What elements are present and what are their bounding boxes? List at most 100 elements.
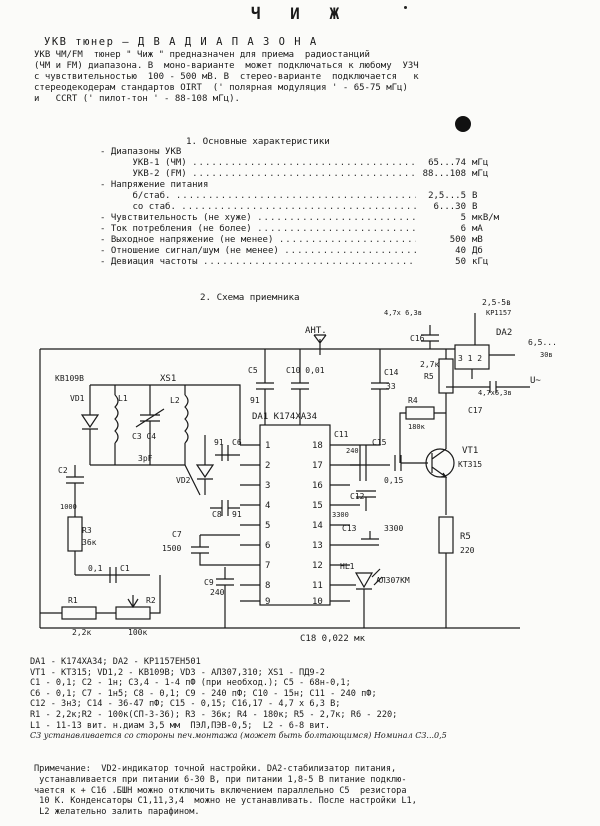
label-xs1: XS1 [160, 374, 176, 384]
r5-collector-resistor [438, 358, 454, 394]
tuning-ground [90, 464, 201, 496]
intro-paragraph: УКВ ЧМ/FM тюнер " Чиж " предназначен для… [34, 50, 574, 105]
label-hl1: HL1 [340, 562, 355, 571]
label-r2-value: 100к [128, 628, 147, 637]
schematic-diagram: АНТ. КВ109В XS1 VD1 L1 L2 C3 C4 3pF C2 1… [39, 298, 557, 644]
c3-trimmer [135, 385, 165, 465]
spec-row: - Напряжение питания [100, 180, 520, 191]
label-r4-value: 180к [408, 423, 426, 431]
parts-line: L1 - 11-13 вит. н.диам 3,5 мм ПЭЛ,ПЭВ-0,… [30, 720, 331, 731]
r4-resistor [405, 406, 435, 420]
vd2-diode [195, 445, 215, 495]
label-c12: C12 [350, 492, 365, 501]
c13-capacitor [350, 531, 379, 546]
vd1-varicap [80, 385, 100, 465]
r1-r2-leads [40, 575, 161, 614]
label-c10: C10 0,01 [286, 366, 325, 375]
spec-value: 6...30 [433, 202, 466, 212]
label-c6: C6 [232, 438, 242, 447]
page-title: Ч И Ж [250, 4, 350, 23]
label-c1-value: 0,1 [88, 564, 103, 573]
label-c3c4: C3 C4 [132, 432, 156, 441]
label-c12-value: 3300 [332, 511, 349, 519]
ink-blot [455, 116, 471, 132]
da1-pin-number: 9 [265, 597, 270, 607]
label-c5-value: 91 [250, 396, 260, 405]
intro-line: (ЧМ и FM) диапазона. В моно-варианте мож… [34, 61, 419, 71]
da1-pin-number: 14 [312, 521, 323, 531]
label-r5b: R5 [424, 372, 434, 381]
intro-line: с чувствительностью 100 - 500 мВ. В стер… [34, 72, 419, 82]
label-kv109: КВ109В [55, 374, 84, 383]
spec-unit: мГц [472, 169, 489, 179]
spec-label: УКВ-2 (FM) [100, 169, 193, 179]
label-c8: C8 [212, 510, 222, 519]
spec-label: - Девиация частоты [100, 257, 203, 267]
section-heading-2: 2. Схема приемника [200, 292, 300, 303]
intro-line: УКВ ЧМ/FM тюнер " Чиж " предназначен для… [34, 50, 370, 60]
label-vd2: VD2 [176, 476, 191, 485]
r3-resistor [67, 516, 83, 552]
da2-leads [440, 348, 515, 379]
c10-capacitor [291, 349, 309, 425]
spec-label: УКВ-1 (ЧМ) [100, 158, 193, 168]
da1-pin-number: 16 [312, 481, 323, 491]
spec-value: 50 [455, 257, 466, 267]
label-vin: 2,5-5в [482, 298, 511, 307]
label-c13: C13 [342, 524, 357, 533]
spec-leader-dots: ........................................… [202, 257, 416, 267]
label-c15: C15 [372, 438, 387, 447]
spec-unit: мА [472, 224, 483, 234]
label-da2-pins: 3 1 2 [458, 354, 482, 363]
label-c6-value: 91 [214, 438, 224, 447]
label-r3-value: 36к [82, 538, 97, 547]
da1-pin-number: 10 [312, 597, 323, 607]
da1-pin-number: 8 [265, 581, 270, 591]
da1-pin-number: 5 [265, 521, 270, 531]
label-c16-value: 4,7х 6,3в [384, 309, 422, 317]
c5-capacitor [256, 349, 274, 425]
label-vin-max: 30в [540, 351, 553, 359]
spec-value: 2,5...5 [428, 191, 466, 201]
label-c1: C1 [120, 564, 130, 573]
label-c14: C14 [384, 368, 399, 377]
da1-pin-number: 3 [265, 481, 270, 491]
spec-leader-dots: ........................................… [181, 202, 416, 212]
label-r5b-value: 2,7к [420, 360, 439, 369]
r2-resistor [115, 606, 151, 620]
spec-row: - Отношение сигнал/шум (не менее) ......… [100, 246, 520, 257]
label-ant: АНТ. [305, 326, 327, 336]
spec-row: - Выходное напряжение (не менее) .......… [100, 235, 520, 246]
label-c9: C9 [204, 578, 214, 587]
label-c8-value: 91 [232, 510, 242, 519]
spec-label: - Отношение сигнал/шум (не менее) [100, 246, 285, 256]
label-r5-value: 220 [460, 546, 475, 555]
spec-unit: В [472, 191, 478, 201]
spec-leader-dots [208, 180, 416, 191]
spec-leader-dots [181, 147, 416, 158]
spec-unit: мВ [472, 235, 483, 245]
spec-unit: В [472, 202, 478, 212]
spec-row: со стаб. ...............................… [100, 202, 520, 213]
spec-leader-dots: ........................................… [278, 235, 416, 245]
label-r3: R3 [82, 526, 92, 535]
spec-leader-dots: ........................................… [284, 246, 416, 256]
label-r5: R5 [460, 532, 471, 542]
label-c16: C16 [410, 334, 425, 343]
ink-speck [404, 6, 407, 9]
label-da2: DA2 [496, 328, 512, 338]
note-line: L2 желательно залить парафином. [34, 807, 200, 818]
l2-coil [184, 394, 189, 444]
hl1-rays [371, 568, 383, 586]
note-line: устанавливается при питании 6-30 В, при … [34, 774, 407, 785]
da1-pin-number: 15 [312, 501, 323, 511]
label-c2-value: 1000 [60, 503, 77, 511]
label-c17-value: 4,7х6,3в [478, 389, 512, 397]
da1-chip [259, 424, 331, 606]
label-r4: R4 [408, 396, 418, 405]
c16-capacitor [421, 325, 439, 349]
spec-unit [466, 180, 520, 191]
antenna-symbol [313, 334, 327, 355]
